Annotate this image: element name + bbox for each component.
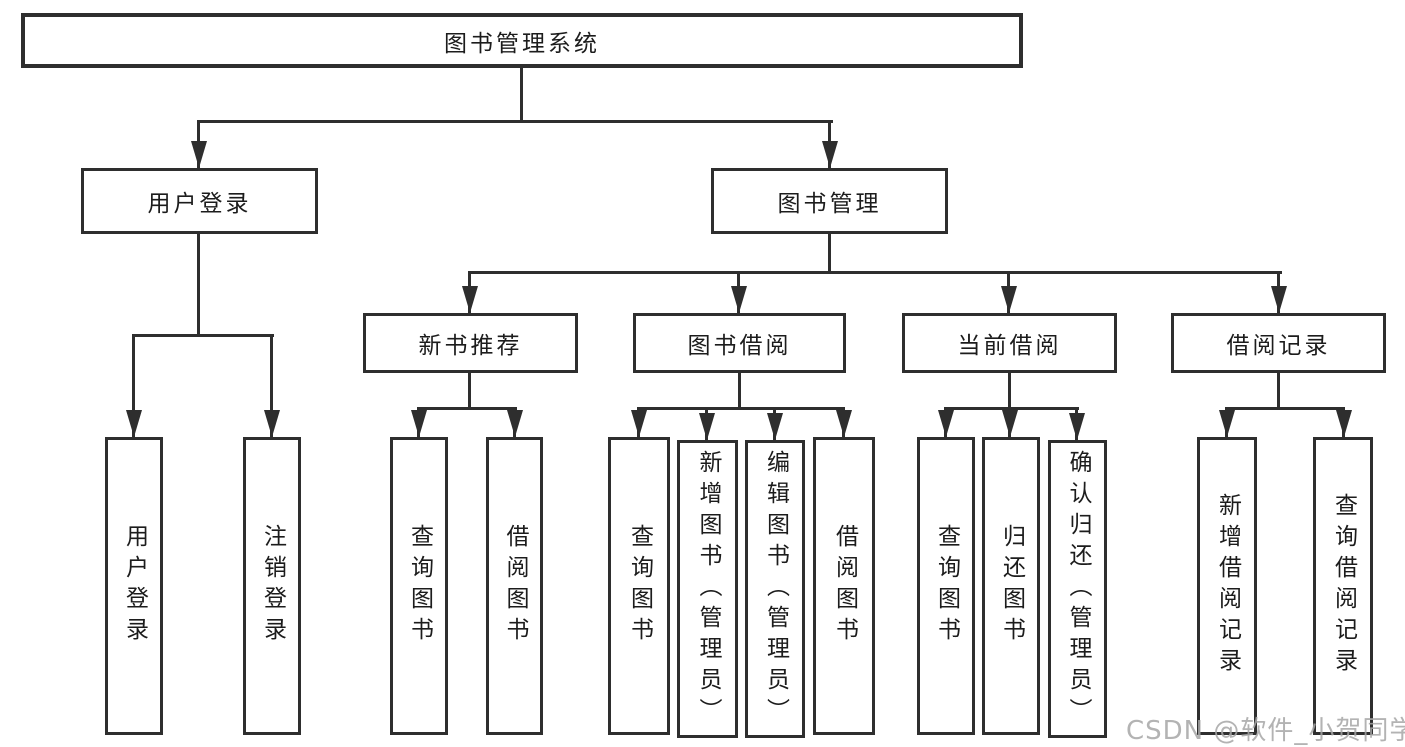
arrow-down-icon (126, 410, 142, 437)
leaf-cb-query-books: 查询图书 (917, 437, 975, 735)
connector-line (468, 373, 471, 410)
arrow-down-icon (699, 413, 715, 440)
connector-line (520, 66, 523, 122)
node-borrowing-records: 借阅记录 (1171, 313, 1386, 373)
connector-line (828, 234, 831, 274)
connector-line (738, 373, 741, 410)
connector-line (132, 334, 135, 437)
arrow-down-icon (1069, 413, 1085, 440)
arrow-down-icon (507, 410, 523, 437)
leaf-user-login: 用户登录 (105, 437, 163, 735)
leaf-bb-borrow-books: 借阅图书 (813, 437, 875, 735)
node-book-management: 图书管理 (711, 168, 948, 234)
arrow-down-icon (411, 410, 427, 437)
leaf-br-add-borrow-record: 新增借阅记录 (1197, 437, 1257, 735)
connector-line (417, 407, 517, 410)
arrow-down-icon (1002, 410, 1018, 437)
leaf-bb-query-books: 查询图书 (608, 437, 670, 735)
connector-line (637, 407, 845, 410)
node-user-login: 用户登录 (81, 168, 318, 234)
leaf-br-query-borrow-record: 查询借阅记录 (1313, 437, 1373, 735)
arrow-down-icon (1271, 286, 1287, 313)
watermark-text: CSDN @软件_小贺同学 (1126, 716, 1405, 746)
node-book-borrowing: 图书借阅 (633, 313, 846, 373)
connector-line (1277, 373, 1280, 410)
connector-line (468, 271, 1282, 274)
arrow-down-icon (822, 141, 838, 168)
connector-line (197, 120, 833, 123)
connector-line (1008, 373, 1011, 410)
connector-line (1225, 407, 1345, 410)
connector-line (132, 334, 274, 337)
arrow-down-icon (836, 410, 852, 437)
leaf-cb-confirm-return-admin: 确认归还（管理员） (1048, 440, 1107, 738)
node-new-book-recommendation: 新书推荐 (363, 313, 578, 373)
arrow-down-icon (191, 141, 207, 168)
arrow-down-icon (1219, 410, 1235, 437)
node-current-borrowing: 当前借阅 (902, 313, 1117, 373)
leaf-cb-return-books: 归还图书 (982, 437, 1040, 735)
arrow-down-icon (1001, 286, 1017, 313)
arrow-down-icon (1336, 410, 1352, 437)
connector-line (944, 407, 1079, 410)
leaf-bb-add-books-admin: 新增图书（管理员） (677, 440, 738, 738)
arrow-down-icon (938, 410, 954, 437)
connector-line (197, 234, 200, 337)
arrow-down-icon (264, 410, 280, 437)
leaf-logout: 注销登录 (243, 437, 301, 735)
connector-line (270, 334, 273, 437)
leaf-bb-edit-books-admin: 编辑图书（管理员） (745, 440, 805, 738)
arrow-down-icon (767, 413, 783, 440)
arrow-down-icon (631, 410, 647, 437)
leaf-nbr-query-books: 查询图书 (390, 437, 448, 735)
arrow-down-icon (731, 286, 747, 313)
arrow-down-icon (462, 286, 478, 313)
node-library-management-system: 图书管理系统 (21, 13, 1023, 68)
leaf-nbr-borrow-books: 借阅图书 (486, 437, 543, 735)
